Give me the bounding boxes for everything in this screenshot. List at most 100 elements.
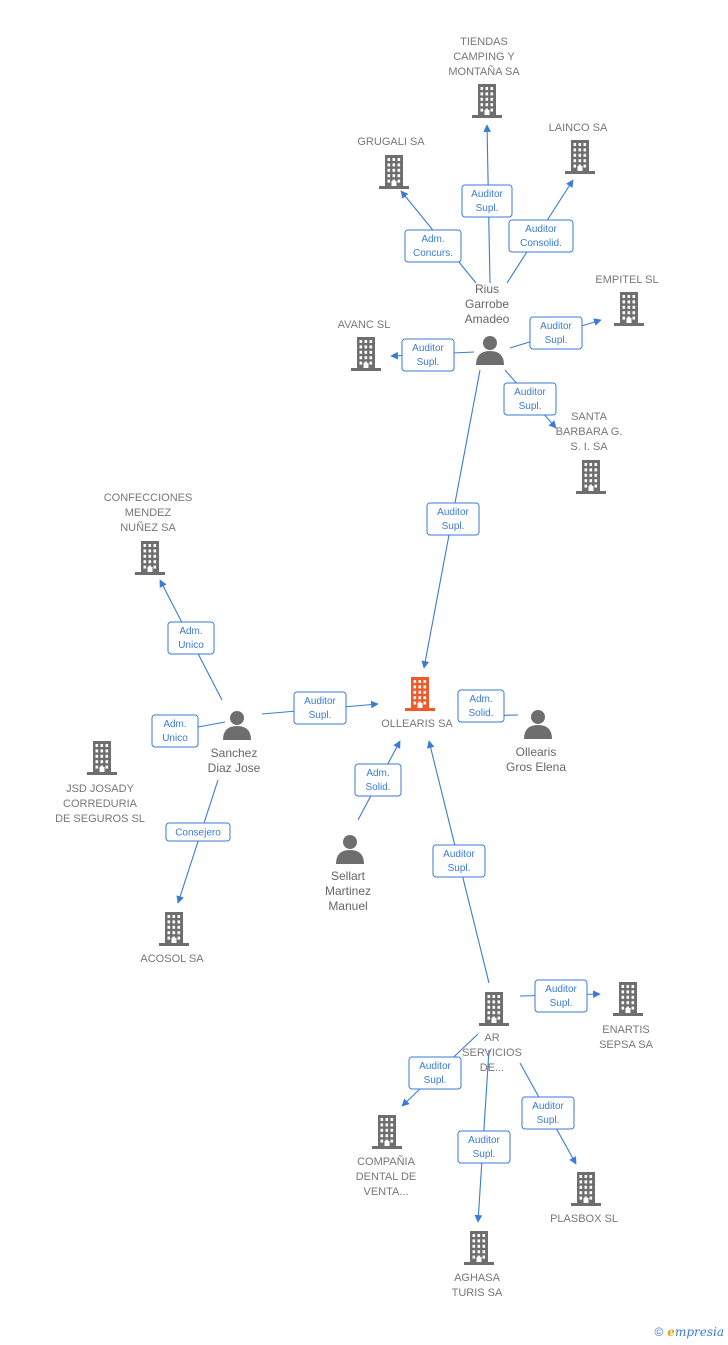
edge-label-text: Consolid.: [520, 238, 562, 249]
person-icon: [223, 711, 251, 740]
edge-label[interactable]: Adm.Solid.: [354, 763, 402, 797]
edge-label[interactable]: Adm.Unico: [167, 621, 215, 655]
node-label-line: DE...: [480, 1062, 504, 1074]
node-ar-servicios[interactable]: ARSERVICIOSDE...: [462, 992, 522, 1074]
node-label-line: CONFECCIONES: [104, 492, 193, 504]
edge-label-text: Supl.: [448, 863, 471, 874]
edge-label-text: Auditor: [412, 343, 444, 354]
node-label-line: Martinez: [325, 884, 371, 898]
node-label-line: AGHASA: [454, 1272, 501, 1284]
node-label-line: TURIS SA: [452, 1287, 503, 1299]
edge-label-text: Adm.: [421, 234, 444, 245]
edge-label-text: Auditor: [514, 387, 546, 398]
node-label-line: DE SEGUROS SL: [55, 813, 145, 825]
edge-label-text: Auditor: [443, 849, 475, 860]
node-label-line: OLLEARIS SA: [381, 718, 453, 730]
brand-logo: empresia: [667, 1325, 724, 1339]
node-avanc[interactable]: AVANC SL: [338, 319, 391, 371]
edge-label-text: Auditor: [468, 1135, 500, 1146]
node-label-line: S. I. SA: [570, 441, 608, 453]
edge-label-box: [521, 1096, 575, 1130]
node-label-line: Rius: [475, 282, 499, 296]
node-label-line: MONTAÑA SA: [448, 65, 520, 78]
edge-label-text: Supl.: [537, 1115, 560, 1126]
node-label-line: BARBARA G.: [556, 426, 623, 438]
edge-label-box: [401, 338, 455, 372]
node-label-line: CAMPING Y: [453, 51, 515, 63]
node-empitel[interactable]: EMPITEL SL: [595, 274, 659, 326]
building-icon: [613, 982, 643, 1016]
edge-label-box: [432, 844, 486, 878]
edge-label-box: [354, 763, 402, 797]
footer-brand: ©empresia: [654, 1325, 724, 1339]
edge-label-text: Solid.: [468, 708, 493, 719]
node-label-line: ENARTIS: [602, 1024, 649, 1036]
node-santa-barbara[interactable]: SANTA BARBARA G. S. I. SA: [556, 411, 623, 494]
node-label-line: SEPSA SA: [599, 1039, 653, 1051]
building-icon: [351, 337, 381, 371]
building-icon: [464, 1231, 494, 1265]
edge-label-text: Auditor: [471, 189, 503, 200]
node-label-line: ACOSOL SA: [140, 953, 204, 965]
edge-label[interactable]: Consejero: [165, 822, 231, 842]
edge-label-box: [503, 382, 557, 416]
edge-label-box: [293, 691, 347, 725]
node-grugali[interactable]: GRUGALI SA: [357, 136, 425, 189]
edge-label[interactable]: Adm.Unico: [151, 714, 199, 748]
node-label-line: PLASBOX SL: [550, 1213, 618, 1225]
edge-label-text: Adm.: [179, 626, 202, 637]
edge-label-text: Auditor: [304, 696, 336, 707]
building-icon: [135, 541, 165, 575]
node-label-line: Amadeo: [465, 312, 510, 326]
node-label-line: SANTA: [571, 411, 608, 423]
node-aghasa[interactable]: AGHASA TURIS SA: [452, 1231, 503, 1299]
edge-label-text: Supl.: [519, 401, 542, 412]
node-plasbox[interactable]: PLASBOX SL: [550, 1172, 618, 1225]
edge-label-box: [461, 184, 513, 218]
node-label-line: AVANC SL: [338, 319, 391, 331]
copyright-icon: ©: [654, 1325, 664, 1339]
person-icon: [476, 336, 504, 365]
edge-label-text: Auditor: [419, 1061, 451, 1072]
edge-label-text: Adm.: [366, 768, 389, 779]
node-lainco[interactable]: LAINCO SA: [549, 122, 608, 174]
edge-label-box: [426, 502, 480, 536]
edge-label[interactable]: Adm.Solid.: [457, 689, 505, 723]
edge-label-text: Consejero: [175, 828, 221, 839]
edge-label-box: [165, 822, 231, 842]
edge-label[interactable]: Adm.Concurs.: [404, 229, 462, 263]
building-icon: [472, 84, 502, 118]
edge-label-text: Supl.: [473, 1149, 496, 1160]
node-enartis[interactable]: ENARTIS SEPSA SA: [599, 982, 654, 1051]
node-ollearis[interactable]: OLLEARIS SA: [381, 677, 453, 730]
node-label-line: DENTAL DE: [356, 1171, 417, 1183]
building-icon: [565, 140, 595, 174]
edge-label-text: Auditor: [437, 507, 469, 518]
edge-label-box: [167, 621, 215, 655]
node-label-line: MENDEZ: [125, 507, 172, 519]
edge-label-text: Supl.: [545, 335, 568, 346]
building-icon: [372, 1115, 402, 1149]
node-acosol[interactable]: ACOSOL SA: [140, 912, 204, 965]
